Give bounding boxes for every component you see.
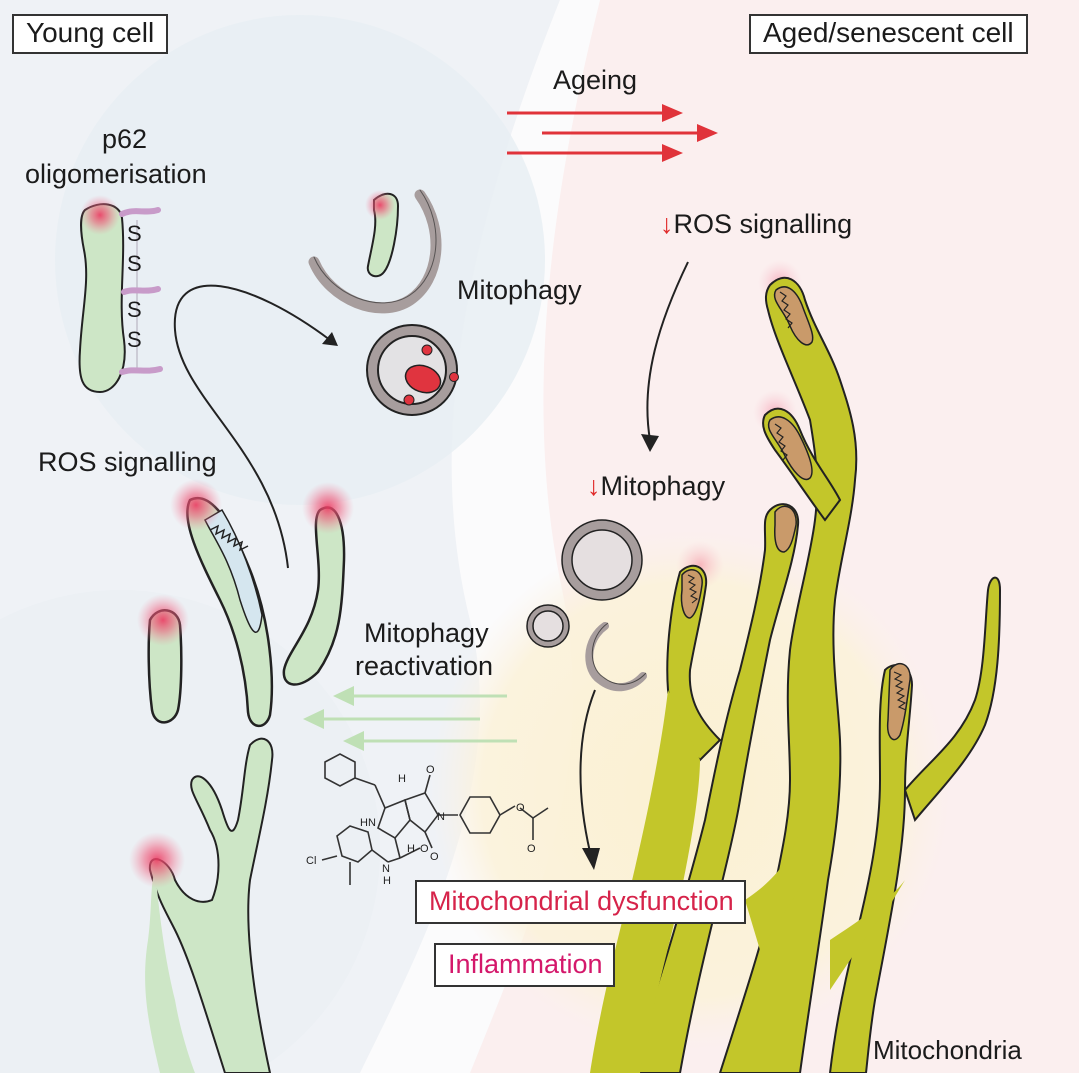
mitophagy-aged-text: Mitophagy bbox=[600, 471, 726, 501]
ageing-arrows bbox=[507, 104, 718, 162]
p62-label: p62 bbox=[102, 124, 148, 154]
ros-glow bbox=[137, 594, 189, 646]
flow-arrow-ros-to-mitophagy bbox=[646, 261, 689, 441]
atom-label: O bbox=[420, 843, 429, 855]
ros-signalling-young-label: ROS signalling bbox=[38, 447, 217, 477]
p62-protein bbox=[119, 366, 163, 375]
reactivation-arrows bbox=[303, 686, 517, 751]
mitophagy-reactivation-line1: Mitophagy bbox=[364, 618, 489, 648]
arrowhead bbox=[582, 848, 600, 870]
decrease-arrow-icon: ↓ bbox=[660, 209, 674, 239]
aged-mitochondria-network bbox=[590, 260, 1002, 1073]
ros-signalling-aged-text: ROS signalling bbox=[673, 209, 853, 239]
disulfide-s: S bbox=[127, 251, 142, 276]
p62-protein bbox=[121, 286, 161, 295]
atom-label: O bbox=[527, 843, 536, 855]
disulfide-s: S bbox=[127, 297, 142, 322]
disulfide-s: S bbox=[127, 327, 142, 352]
decrease-arrow-icon: ↓ bbox=[587, 471, 601, 501]
mitophagy-young-label: Mitophagy bbox=[457, 275, 582, 305]
flow-arrow-to-mitophagy bbox=[173, 284, 331, 569]
aged-autophagosomes bbox=[526, 519, 647, 692]
mitophagy-aged-label: ↓Mitophagy bbox=[587, 471, 726, 502]
disulfide-s: S bbox=[127, 221, 142, 246]
p62-mitochondrion bbox=[78, 195, 163, 394]
atom-label: N bbox=[437, 811, 445, 823]
compound-atom-labels: H O N O O HN H O Cl N H O bbox=[306, 764, 536, 887]
atom-label: O bbox=[516, 802, 525, 814]
ros-glow bbox=[170, 479, 222, 531]
mitophagy-reactivation-line2: reactivation bbox=[355, 651, 494, 681]
p62-protein bbox=[119, 207, 161, 217]
autolysosome bbox=[366, 324, 459, 416]
ros-glow bbox=[80, 195, 120, 235]
mitochondrial-dysfunction-label: Mitochondrial dysfunction bbox=[415, 880, 746, 924]
flow-arrow-to-dysfunction bbox=[579, 689, 596, 853]
phagophore bbox=[308, 189, 442, 314]
ros-signalling-aged-label: ↓ROS signalling bbox=[660, 209, 853, 240]
atom-label: O bbox=[430, 851, 439, 863]
atom-label: H bbox=[383, 875, 391, 887]
atom-label: N bbox=[382, 863, 390, 875]
mitochondria-label: Mitochondria bbox=[873, 1035, 1022, 1065]
atom-label: HN bbox=[360, 817, 376, 829]
young-lower-region bbox=[0, 590, 380, 1073]
ros-glow bbox=[302, 482, 354, 534]
oligomerisation-label: oligomerisation bbox=[25, 159, 207, 189]
atom-label: Cl bbox=[306, 855, 316, 867]
atom-label: O bbox=[426, 764, 435, 776]
atom-label: H bbox=[398, 773, 406, 785]
ros-glow bbox=[129, 832, 185, 888]
atom-label: H bbox=[407, 843, 415, 855]
ageing-label: Ageing bbox=[553, 65, 638, 95]
young-cell-label: Young cell bbox=[12, 14, 169, 54]
compound-structure bbox=[321, 753, 549, 885]
arrowhead bbox=[322, 332, 338, 346]
young-mitochondria bbox=[129, 479, 354, 1073]
inflammation-label: Inflammation bbox=[434, 943, 615, 987]
arrowhead bbox=[641, 434, 659, 452]
aged-cell-label: Aged/senescent cell bbox=[749, 14, 1028, 54]
ros-glow bbox=[365, 190, 395, 220]
